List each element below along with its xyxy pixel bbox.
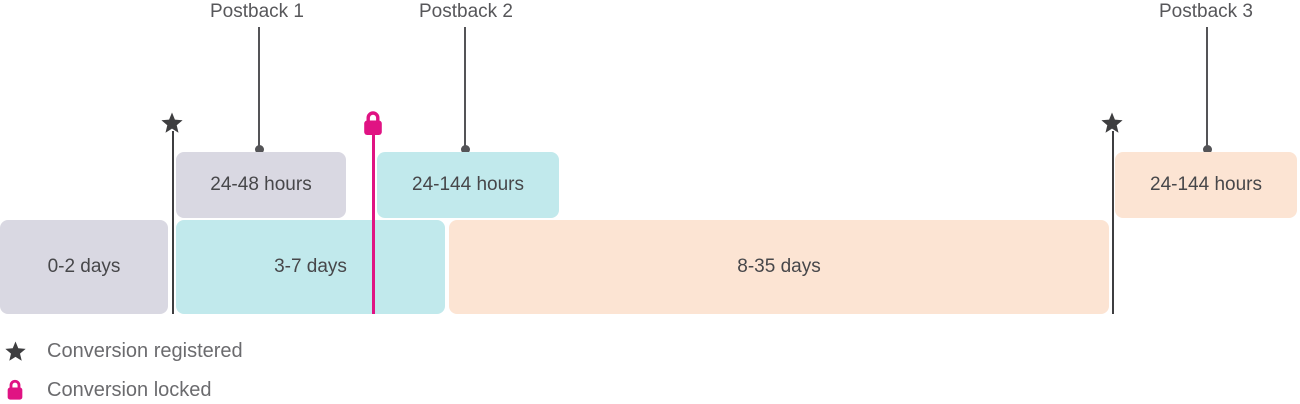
period-label: 3-7 days (274, 256, 347, 277)
window-box-postback-2: 24-144 hours (377, 152, 559, 218)
postback-3-connector-line (1206, 27, 1208, 148)
star-stem-line-1 (172, 131, 174, 314)
postback-2-label: Postback 2 (419, 1, 513, 22)
star-icon (1101, 112, 1123, 133)
postback-2-connector-dot (460, 145, 470, 154)
lock-stem-line (371, 134, 375, 314)
period-box-3-7-days: 3-7 days (176, 220, 445, 314)
period-box-0-2-days: 0-2 days (0, 220, 168, 314)
postback-3-label: Postback 3 (1159, 1, 1253, 22)
lock-icon (3, 378, 27, 402)
lock-icon (364, 111, 382, 135)
window-label: 24-144 hours (412, 174, 524, 195)
star-icon (3, 339, 27, 363)
star-stem-line-2 (1112, 131, 1114, 314)
period-label: 8-35 days (737, 256, 821, 277)
period-box-8-35-days: 8-35 days (449, 220, 1109, 314)
legend-label-registered: Conversion registered (47, 339, 243, 362)
postback-1-connector-line (258, 27, 260, 148)
postback-1-label: Postback 1 (210, 1, 304, 22)
star-icon (161, 112, 183, 133)
window-box-postback-3: 24-144 hours (1115, 152, 1297, 218)
window-box-postback-1: 24-48 hours (176, 152, 346, 218)
window-label: 24-48 hours (210, 174, 312, 195)
postback-1-connector-dot (254, 145, 264, 154)
postback-2-connector-line (464, 27, 466, 148)
window-label: 24-144 hours (1150, 174, 1262, 195)
legend-label-locked: Conversion locked (47, 378, 212, 401)
postback-3-connector-dot (1202, 145, 1212, 154)
period-label: 0-2 days (47, 256, 121, 277)
